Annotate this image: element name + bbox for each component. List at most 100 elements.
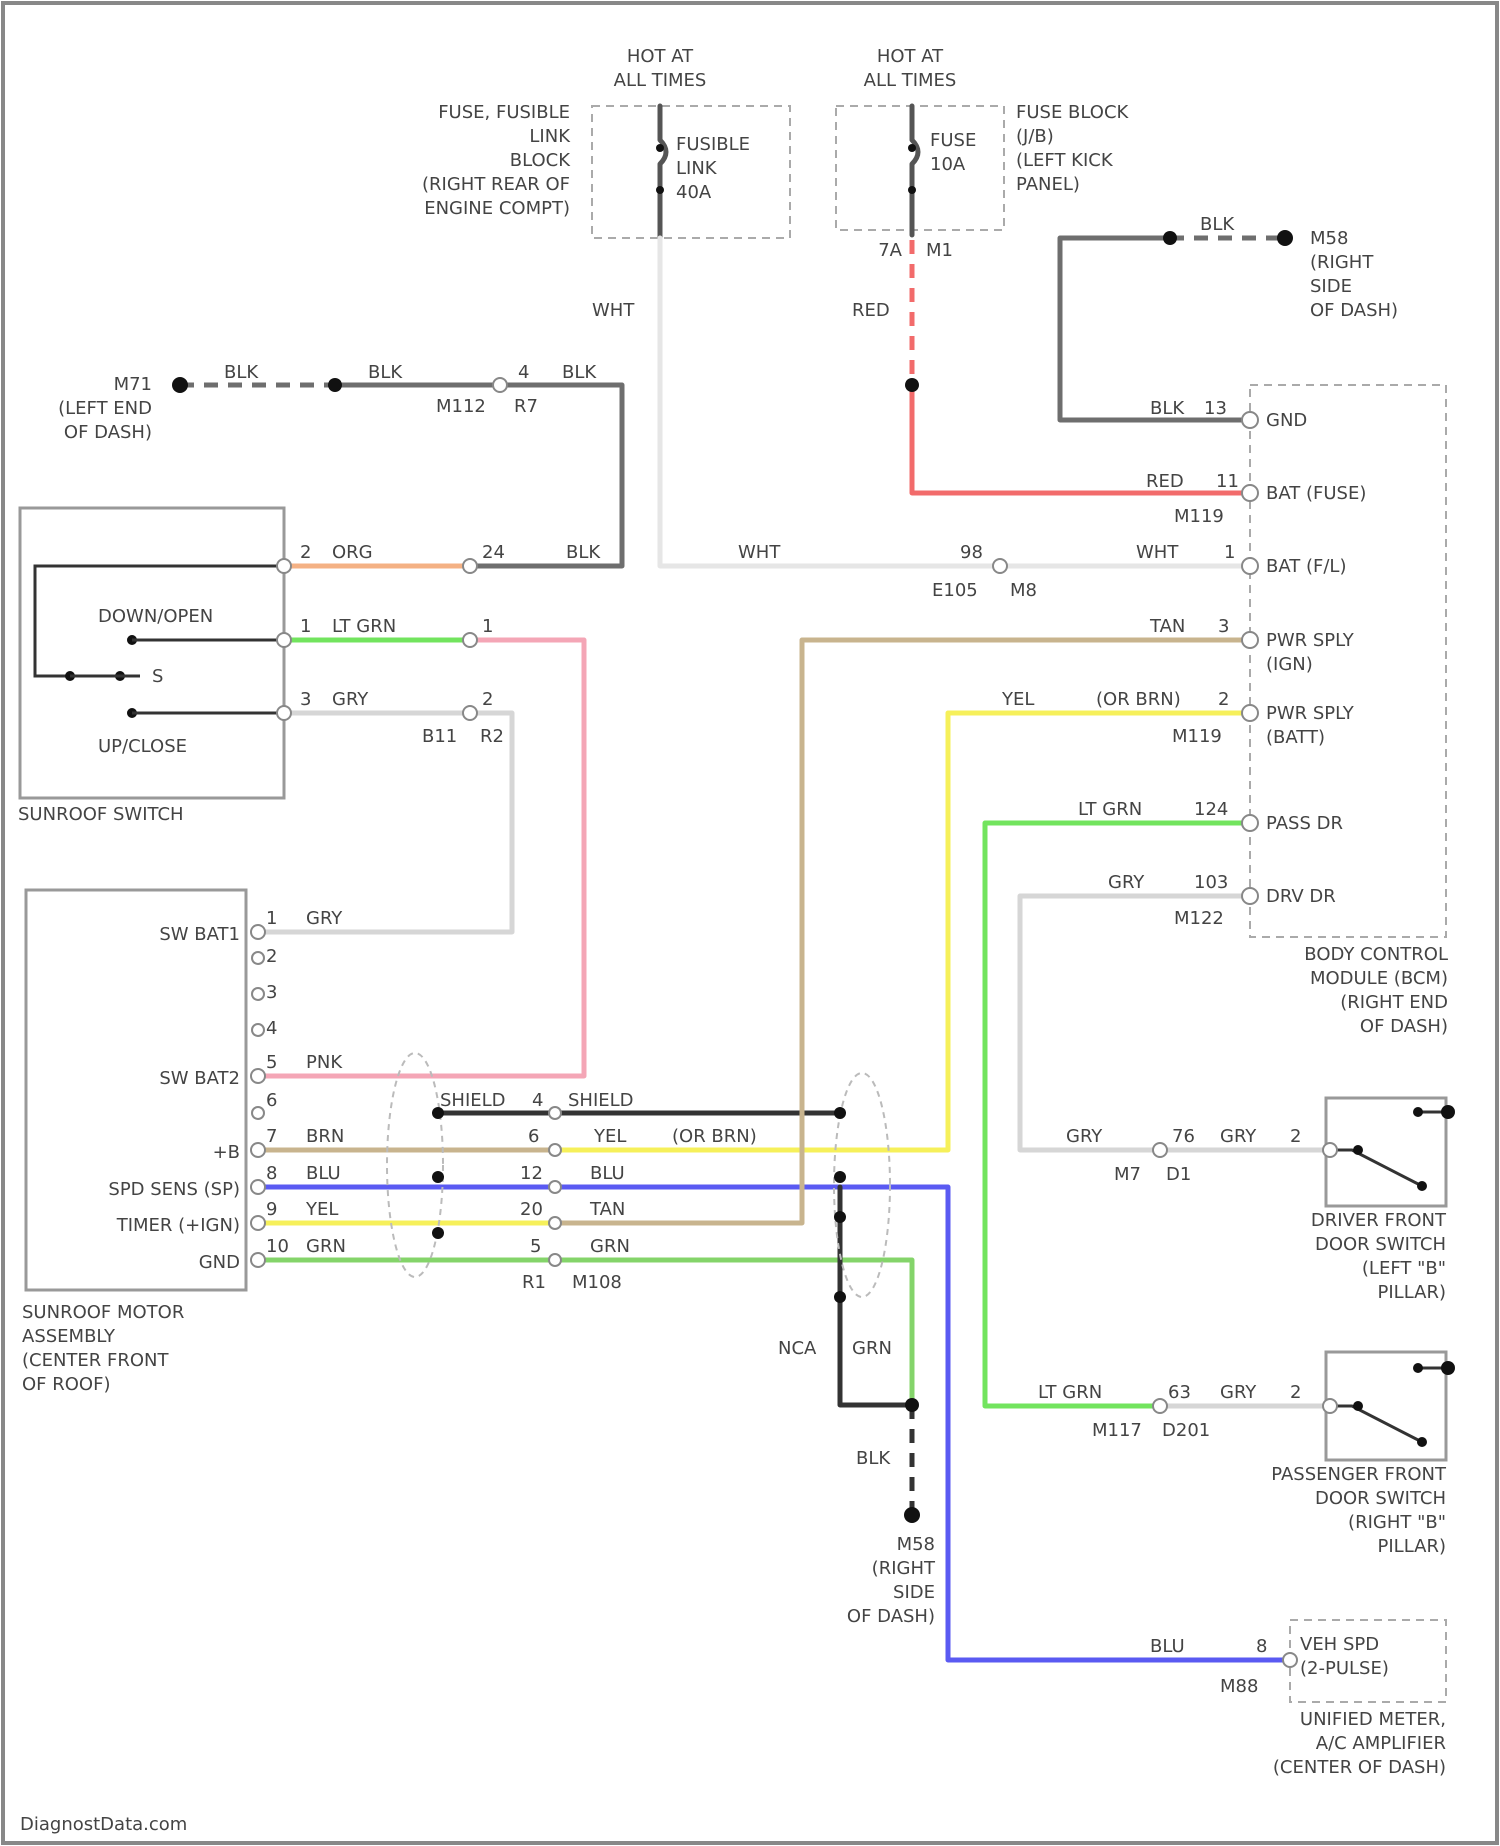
wire-labels: WHT RED BLK BLK 13 RED 11 M119 WHT 98 E1… xyxy=(224,214,1301,1657)
label-m112: M112 xyxy=(436,396,486,417)
wire-blk-bcm-gnd xyxy=(1060,238,1250,420)
sunroof-switch-name: SUNROOF SWITCH xyxy=(18,804,184,825)
label-m7: M7 xyxy=(1114,1164,1141,1185)
meter-name: UNIFIED METER,A/C AMPLIFIER(CENTER OF DA… xyxy=(1273,1709,1446,1778)
label-d201: D201 xyxy=(1162,1420,1210,1441)
ground-m71: M71(LEFT ENDOF DASH) xyxy=(58,374,188,443)
label-yel-m: YEL xyxy=(305,1199,338,1220)
label-blu: BLU xyxy=(306,1163,341,1184)
label-c24: 24 xyxy=(482,542,505,563)
label-c63: 63 xyxy=(1168,1382,1191,1403)
label-grn: GRN xyxy=(306,1236,346,1257)
label-bcm-13: 13 xyxy=(1204,398,1227,419)
label-gry-p: GRY xyxy=(1220,1382,1257,1403)
wire-yel xyxy=(555,713,1250,1150)
ground-m58-bottom: M58(RIGHTSIDEOF DASH) xyxy=(847,1507,936,1627)
label-m119b: M119 xyxy=(1172,726,1222,747)
label-gry-bcm: GRY xyxy=(1108,872,1145,893)
motor-pin-sw-bat1: SW BAT1 xyxy=(159,924,240,945)
label-blk-top: BLK xyxy=(1200,214,1235,235)
label-yel-bcm: YEL xyxy=(1001,689,1034,710)
label-gry-d: GRY xyxy=(1066,1126,1103,1147)
label-c2: 2 xyxy=(482,689,493,710)
wire-red xyxy=(912,385,1250,493)
label-org: ORG xyxy=(332,542,373,563)
wire-tan xyxy=(555,640,1250,1223)
driver-front-door-switch: DRIVER FRONTDOOR SWITCH(LEFT "B"PILLAR) xyxy=(1311,1098,1455,1303)
driver-door-switch-box xyxy=(1326,1098,1446,1206)
label-orbrn: (OR BRN) xyxy=(672,1126,757,1147)
label-blu-r: BLU xyxy=(590,1163,625,1184)
switch-down-open-label: DOWN/OPEN xyxy=(98,606,213,627)
meter-pin-label: VEH SPD(2-PULSE) xyxy=(1300,1634,1389,1679)
fuse-conn-label: M1 xyxy=(926,240,953,261)
label-blk-bcm: BLK xyxy=(1150,398,1185,419)
label-c4: 4 xyxy=(518,362,529,383)
fuse-symbol xyxy=(912,106,918,235)
driver-door-switch-name: DRIVER FRONTDOOR SWITCH(LEFT "B"PILLAR) xyxy=(1311,1210,1447,1303)
bcm-pin-drv-dr: DRV DR xyxy=(1266,886,1336,907)
label-m-7: 7 xyxy=(266,1126,277,1147)
label-c12: 12 xyxy=(520,1163,543,1184)
bcm-pin-pwr-batt: PWR SPLY(BATT) xyxy=(1266,703,1355,748)
label-ltgrn-p: LT GRN xyxy=(1038,1382,1102,1403)
sunroof-switch: DOWN/OPEN UP/CLOSE S SUNROOF SWITCH xyxy=(18,508,291,825)
label-gry: GRY xyxy=(332,689,369,710)
body-control-module: GND BAT (FUSE) BAT (F/L) PWR SPLY(IGN) P… xyxy=(1242,385,1448,1037)
label-brn: BRN xyxy=(306,1126,344,1147)
label-m117: M117 xyxy=(1092,1420,1142,1441)
label-ltgrn-bcm: LT GRN xyxy=(1078,799,1142,820)
label-bcm-103: 103 xyxy=(1194,872,1228,893)
label-shield-l: SHIELD xyxy=(440,1090,506,1111)
wire-gry-drv xyxy=(1020,896,1330,1150)
motor-pin-plus-b: +B xyxy=(213,1142,240,1163)
label-grn-v: GRN xyxy=(852,1338,892,1359)
label-m-6: 6 xyxy=(266,1090,277,1111)
bcm-pin-pwr-ign: PWR SPLY(IGN) xyxy=(1266,630,1355,675)
label-ltgrn: LT GRN xyxy=(332,616,396,637)
wire-gry-motor xyxy=(258,713,512,932)
label-sw-2: 2 xyxy=(300,542,311,563)
label-bcm-3: 3 xyxy=(1218,616,1229,637)
label-m-4: 4 xyxy=(266,1018,277,1039)
label-blk1: BLK xyxy=(224,362,259,383)
switch-s-label: S xyxy=(152,666,163,687)
meter-pin-num: 8 xyxy=(1256,1636,1267,1657)
label-m-10: 10 xyxy=(266,1236,289,1257)
meter-conn: M88 xyxy=(1220,1676,1258,1697)
label-r1: R1 xyxy=(522,1272,546,1293)
label-blk2: BLK xyxy=(368,362,403,383)
label-c6: 6 xyxy=(528,1126,539,1147)
label-m108: M108 xyxy=(572,1272,622,1293)
label-tan-bcm: TAN xyxy=(1149,616,1185,637)
label-sw-1: 1 xyxy=(300,616,311,637)
label-d1: D1 xyxy=(1166,1164,1191,1185)
label-b11: B11 xyxy=(422,726,457,747)
pass-door-switch-arm xyxy=(1330,1368,1448,1442)
label-shield-r: SHIELD xyxy=(568,1090,634,1111)
label-wht-bcm: WHT xyxy=(1136,542,1179,563)
label-gry-m: GRY xyxy=(306,908,343,929)
label-c20: 20 xyxy=(520,1199,543,1220)
label-m-5: 5 xyxy=(266,1052,277,1073)
label-m-3: 3 xyxy=(266,982,277,1003)
label-m-9: 9 xyxy=(266,1199,277,1220)
fuse-block-box xyxy=(836,106,1004,230)
label-red-v: RED xyxy=(852,300,890,321)
label-c1: 1 xyxy=(482,616,493,637)
label-e105: E105 xyxy=(932,580,978,601)
label-blu-m: BLU xyxy=(1150,1636,1185,1657)
label-p-2: 2 xyxy=(1290,1382,1301,1403)
label-c5: 5 xyxy=(530,1236,541,1257)
label-c4b: 4 xyxy=(532,1090,543,1111)
label-blk-sw: BLK xyxy=(566,542,601,563)
sunroof-motor-assembly: SW BAT1 SW BAT2 +B SPD SENS (SP) TIMER (… xyxy=(22,890,265,1395)
